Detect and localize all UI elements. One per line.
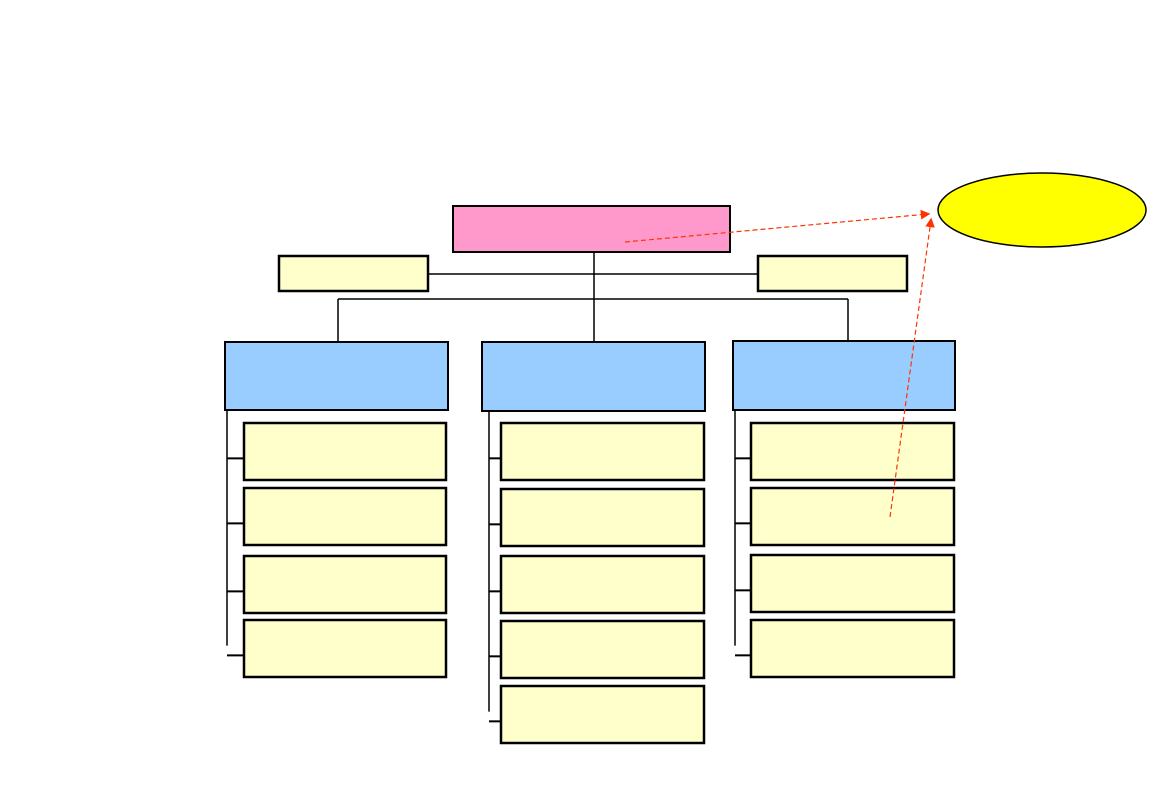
unit-box	[242, 554, 448, 615]
staff-box	[756, 254, 909, 293]
connectors	[226, 252, 849, 723]
unit-box	[749, 553, 956, 614]
unit-box	[499, 619, 706, 680]
division-box	[224, 341, 449, 411]
unit-box	[499, 684, 706, 745]
unit-box	[749, 421, 956, 482]
callout-arrow	[624, 209, 931, 243]
unit-box	[499, 487, 706, 548]
staff-box	[277, 254, 430, 293]
unit-box	[242, 421, 448, 482]
unit-box	[242, 618, 448, 679]
unit-box	[749, 486, 956, 547]
division-box	[481, 341, 706, 412]
callout-arrows	[624, 209, 935, 518]
nodes	[224, 172, 1147, 745]
division-box	[732, 340, 956, 411]
callout-ellipse	[937, 172, 1147, 248]
unit-box	[749, 618, 956, 679]
unit-box	[242, 486, 448, 547]
unit-box	[499, 554, 706, 615]
unit-box	[499, 421, 706, 482]
callout-arrow	[889, 217, 935, 518]
root-box	[452, 205, 731, 253]
